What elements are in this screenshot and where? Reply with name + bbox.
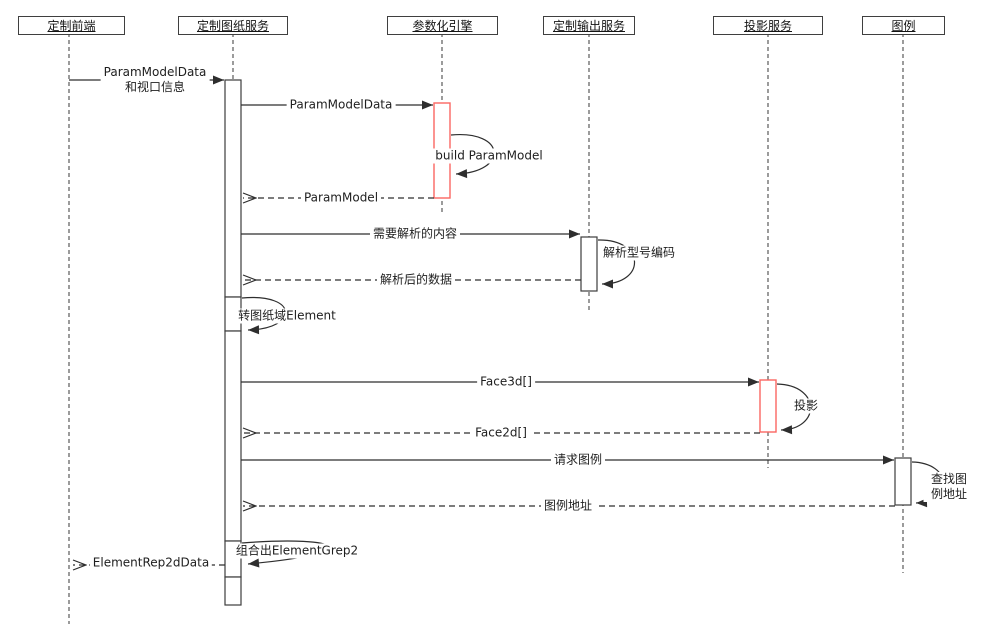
participant-output-service: 定制输出服务	[543, 16, 635, 35]
activation-projection-service	[759, 379, 777, 433]
message-label-parammodeldata-viewport: ParamModelData 和视口信息	[100, 65, 210, 95]
activation-drawing-service-3	[224, 330, 242, 542]
participant-label: 定制前端	[47, 19, 96, 33]
message-label-legend-addr: 图例地址	[540, 498, 596, 514]
message-label-parse-model-code: 解析型号编码	[599, 245, 679, 261]
message-label-projection: 投影	[790, 398, 822, 414]
participant-projection-service: 投影服务	[713, 16, 823, 35]
activation-drawing-service-5	[224, 576, 242, 606]
message-label-compose-elementgrep2: 组合出ElementGrep2	[232, 543, 362, 559]
participant-drawing-service: 定制图纸服务	[178, 16, 288, 35]
participant-legend: 图例	[862, 16, 945, 35]
arc-parse-model-code	[597, 239, 636, 289]
message-label-request-legend: 请求图例	[550, 452, 606, 468]
participant-label: 定制图纸服务	[196, 19, 269, 33]
activation-output-service	[580, 236, 598, 292]
message-label-convert-element: 转图纸域Element	[235, 308, 339, 324]
participant-label: 图例	[891, 19, 916, 33]
message-label-parammodel: ParamModel	[300, 190, 382, 206]
participant-label: 定制输出服务	[552, 19, 625, 33]
participant-param-engine: 参数化引擎	[387, 16, 498, 35]
participant-label: 参数化引擎	[412, 19, 473, 33]
message-label-parsed-data: 解析后的数据	[376, 272, 456, 288]
message-label-face2d: Face2d[]	[472, 425, 530, 441]
participant-frontend: 定制前端	[18, 16, 125, 35]
message-label-content-to-parse: 需要解析的内容	[369, 226, 461, 242]
participant-label: 投影服务	[743, 19, 792, 33]
message-label-face3d: Face3d[]	[477, 374, 535, 390]
message-label-find-legend-addr: 查找图例地址	[923, 472, 975, 502]
message-label-elementrep2ddata: ElementRep2dData	[89, 555, 213, 571]
activation-legend	[894, 457, 912, 506]
message-label-build-parammodel: build ParamModel	[432, 148, 546, 164]
message-label-parammodeldata: ParamModelData	[286, 97, 396, 113]
activation-drawing-service-1	[224, 79, 242, 298]
